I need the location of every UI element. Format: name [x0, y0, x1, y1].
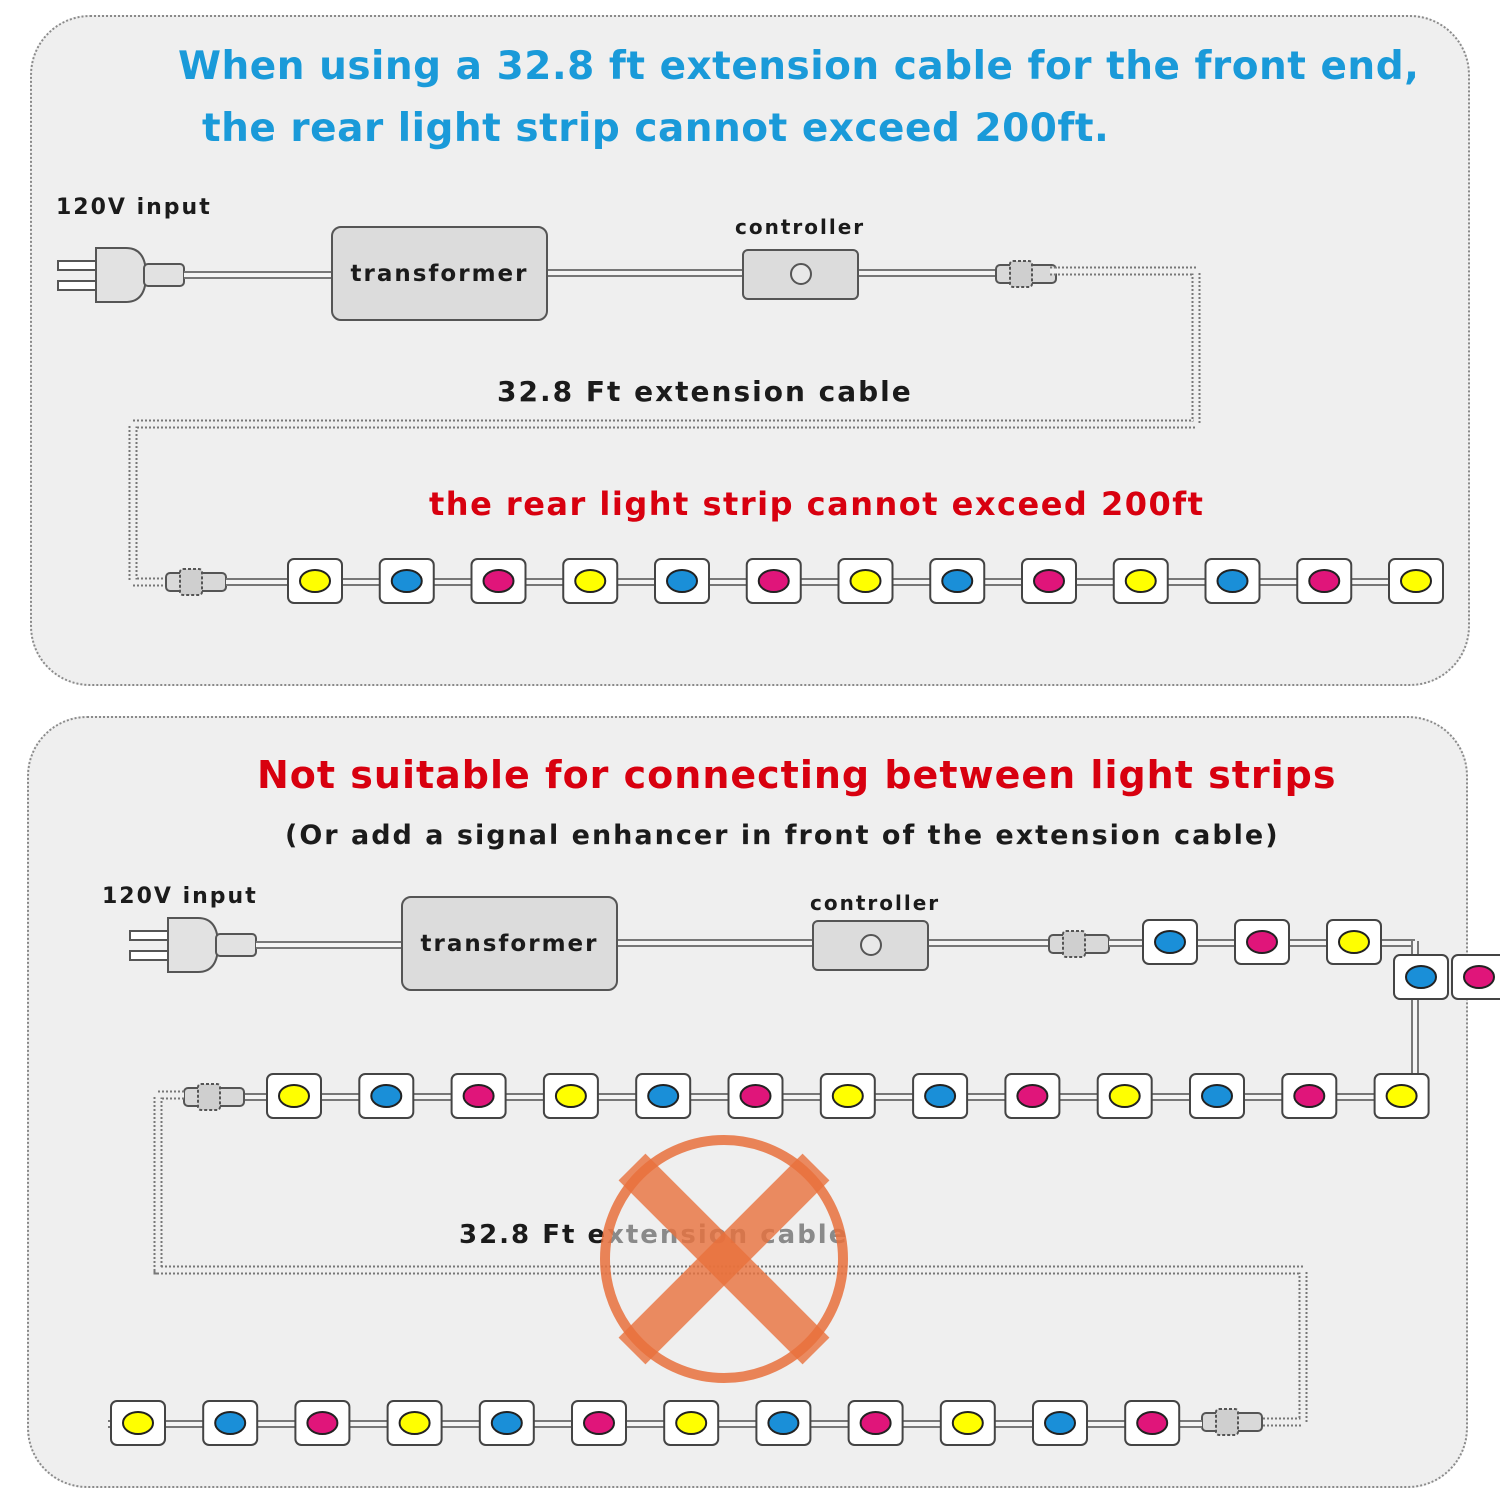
top-transformer-label: transformer: [350, 260, 529, 287]
top-led-3-dot: [482, 569, 515, 593]
bottom-connector-row3-grip: [1215, 1408, 1239, 1436]
bottom-plug-prong: [129, 930, 169, 941]
top-input-label: 120V input: [56, 195, 212, 220]
bottom-led-row3-8-dot: [767, 1411, 800, 1435]
bottom-led-row1-3-dot: [1338, 930, 1370, 954]
bottom-connector-row2-grip: [197, 1083, 221, 1111]
bottom-subheading: (Or add a signal enhancer in front of th…: [285, 820, 1280, 851]
bottom-led-row2-11-dot: [1201, 1084, 1233, 1108]
top-led-7-dot: [849, 569, 882, 593]
bottom-led-row3-9-dot: [859, 1411, 892, 1435]
bottom-heading: Not suitable for connecting between ligh…: [257, 753, 1337, 797]
bottom-extension-cable-core: [155, 1092, 1306, 1425]
bottom-led-row2-6-dot: [739, 1084, 772, 1108]
bottom-led-row3-5-dot: [490, 1411, 523, 1435]
bottom-led-row3-6-dot: [583, 1411, 615, 1435]
bottom-led-row3-3-dot: [306, 1411, 339, 1435]
bottom-transformer-box: transformer: [401, 896, 618, 991]
bottom-controller-button-icon: [860, 934, 882, 956]
bottom-led-row2-9-dot: [1016, 1084, 1049, 1108]
bottom-plug-body: [167, 917, 220, 973]
bottom-led-vertical-1-dot: [1405, 965, 1437, 989]
top-plug-prong: [57, 280, 97, 291]
top-warning-text: the rear light strip cannot exceed 200ft: [429, 485, 1205, 523]
bottom-led-row2-1-dot: [278, 1084, 310, 1108]
top-plug-body: [95, 247, 148, 303]
top-led-10-dot: [1124, 569, 1157, 593]
bottom-cable-label-prefix: 32.8 Ft e: [459, 1220, 608, 1250]
bottom-led-row1-2-dot: [1246, 930, 1278, 954]
top-led-11-dot: [1216, 569, 1249, 593]
bottom-led-row3-2-dot: [214, 1411, 247, 1435]
bottom-controller-box: [812, 920, 929, 971]
bottom-led-row2-5-dot: [647, 1084, 680, 1108]
bottom-led-row2-3-dot: [462, 1084, 495, 1108]
bottom-cable-label-suffix: xtension cable: [607, 1220, 849, 1250]
bottom-led-row2-13-dot: [1385, 1084, 1418, 1108]
bottom-led-row3-11-dot: [1044, 1411, 1076, 1435]
bottom-plug-prong: [129, 950, 169, 961]
bottom-led-row2-10-dot: [1108, 1084, 1141, 1108]
bottom-extension-cable: [153, 1090, 1308, 1427]
bottom-plug-neck: [215, 933, 257, 957]
bottom-led-row3-1-dot: [122, 1411, 154, 1435]
bottom-input-label: 120V input: [102, 884, 258, 909]
top-led-4-dot: [574, 569, 607, 593]
top-led-6-dot: [757, 569, 790, 593]
bottom-led-row2-12-dot: [1293, 1084, 1326, 1108]
top-led-9-dot: [1033, 569, 1065, 593]
bottom-led-row1-1-dot: [1154, 930, 1186, 954]
top-plug-prong: [57, 260, 97, 271]
top-transformer-box: transformer: [331, 226, 548, 321]
bottom-led-row3-7-dot: [675, 1411, 708, 1435]
top-connector-in-grip: [179, 568, 203, 596]
bottom-controller-label: controller: [810, 891, 941, 915]
top-controller-label: controller: [735, 215, 866, 239]
top-cable-label: 32.8 Ft extension cable: [497, 375, 913, 408]
top-heading-line2: the rear light strip cannot exceed 200ft…: [202, 106, 1110, 151]
top-connector-out-grip: [1009, 260, 1033, 288]
top-led-13-dot: [1400, 569, 1432, 593]
bottom-connector-out-grip: [1062, 930, 1086, 958]
top-plug-neck: [143, 263, 185, 287]
top-heading-line1: When using a 32.8 ft extension cable for…: [178, 44, 1420, 89]
top-led-2-dot: [390, 569, 423, 593]
top-led-12-dot: [1308, 569, 1341, 593]
bottom-led-row3-4-dot: [398, 1411, 431, 1435]
top-led-8-dot: [941, 569, 974, 593]
bottom-transformer-label: transformer: [420, 930, 599, 957]
bottom-led-vertical-2-dot: [1463, 965, 1495, 989]
bottom-led-row2-8-dot: [924, 1084, 957, 1108]
top-controller-box: [742, 249, 859, 300]
bottom-led-row3-12-dot: [1136, 1411, 1169, 1435]
bottom-led-row2-2-dot: [370, 1084, 403, 1108]
bottom-led-row2-7-dot: [831, 1084, 864, 1108]
top-extension-cable-core: [130, 268, 1199, 585]
top-led-1-dot: [299, 569, 331, 593]
bottom-led-row2-4-dot: [554, 1084, 587, 1108]
bottom-cable-label: 32.8 Ft extension cable: [459, 1220, 848, 1250]
top-led-5-dot: [666, 569, 698, 593]
top-controller-button-icon: [790, 263, 812, 285]
bottom-led-row3-10-dot: [951, 1411, 984, 1435]
